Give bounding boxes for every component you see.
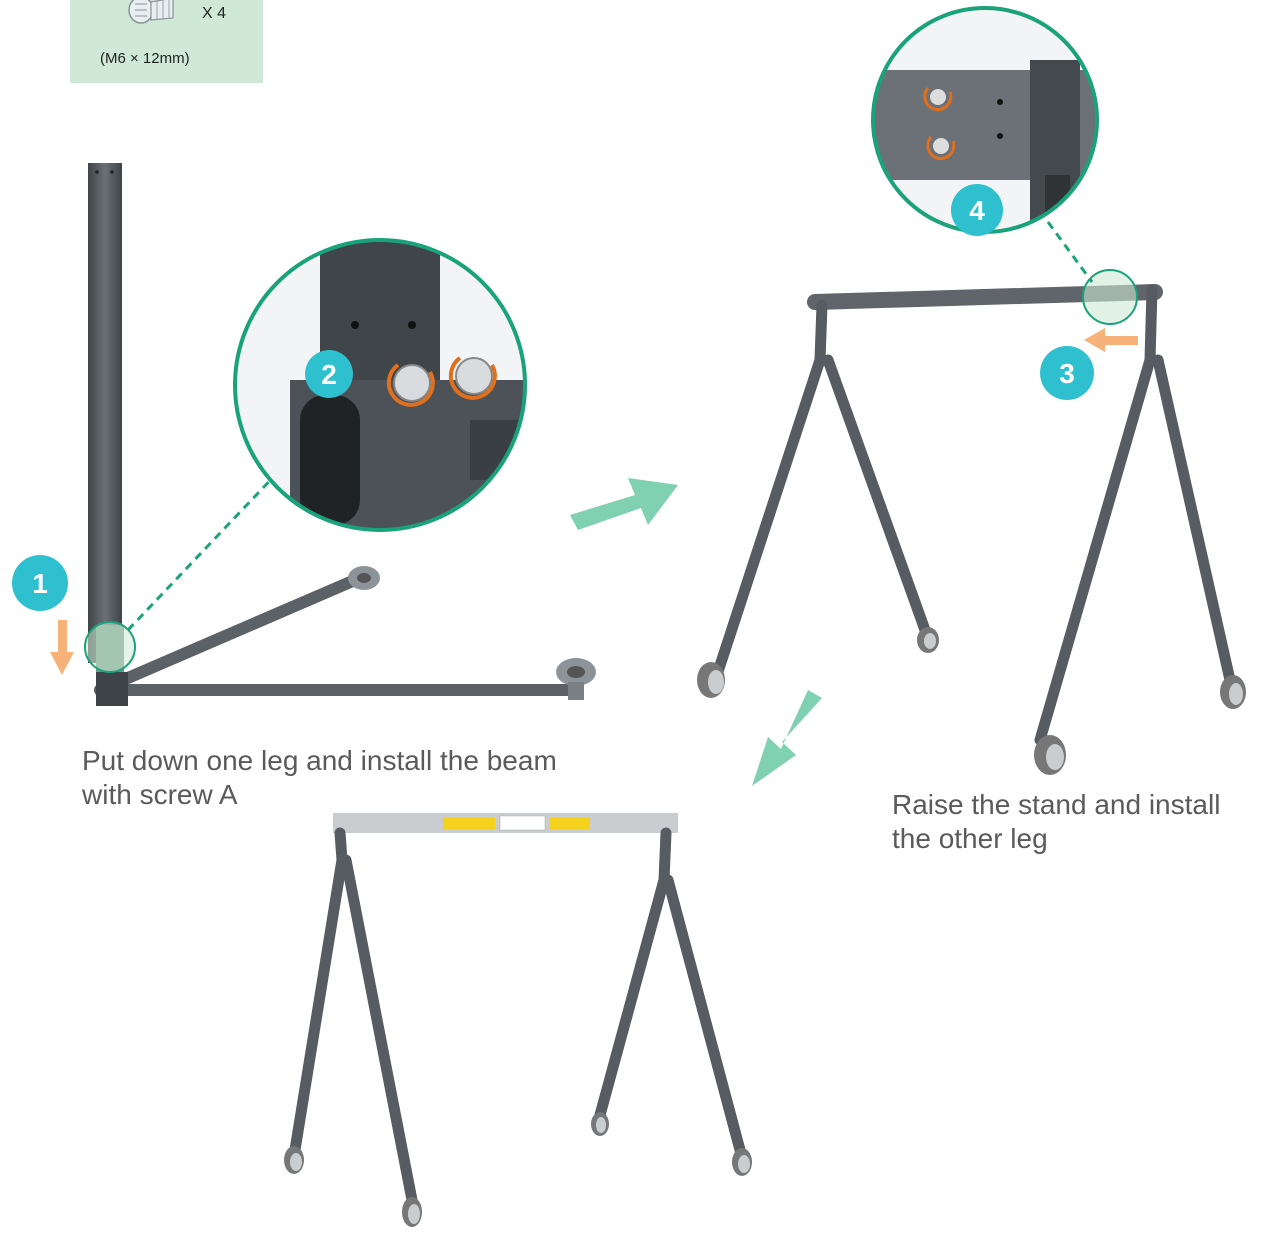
step-badge-4: 4 <box>951 184 1003 236</box>
warning-labels <box>443 816 590 830</box>
leg-upright <box>88 163 124 695</box>
caption-step-a-line1: Put down one leg and install the beam <box>82 745 557 776</box>
svg-text:4: 4 <box>969 195 985 226</box>
step-badge-2: 2 <box>305 350 353 398</box>
stand-final <box>295 813 740 1200</box>
callout-line-2 <box>128 470 280 630</box>
casters-final <box>284 1112 752 1227</box>
svg-text:3: 3 <box>1059 358 1075 389</box>
svg-text:1: 1 <box>32 568 48 599</box>
arrow-down-orange <box>50 620 74 675</box>
arrow-left-orange <box>1084 328 1138 352</box>
callout-line-4 <box>1048 222 1092 282</box>
caption-step-b-line1: Raise the stand and install <box>892 789 1220 820</box>
step-badge-1: 1 <box>12 555 68 611</box>
detail-circle-2 <box>230 235 530 540</box>
caption-step-b-line2: the other leg <box>892 823 1048 854</box>
highlight-circle-step3 <box>1083 270 1137 324</box>
caption-step-a-line2: with screw A <box>82 779 238 810</box>
beam-lying <box>96 580 570 706</box>
caption-step-b: Raise the stand and install the other le… <box>892 788 1220 856</box>
stand-raised <box>712 290 1230 740</box>
step-badge-3: 3 <box>1040 346 1094 400</box>
svg-text:2: 2 <box>321 359 337 390</box>
arrow-right-green <box>570 478 678 530</box>
caster-small <box>348 566 596 700</box>
caption-step-a: Put down one leg and install the beam wi… <box>82 744 557 812</box>
arrow-down-left-green <box>752 690 822 786</box>
